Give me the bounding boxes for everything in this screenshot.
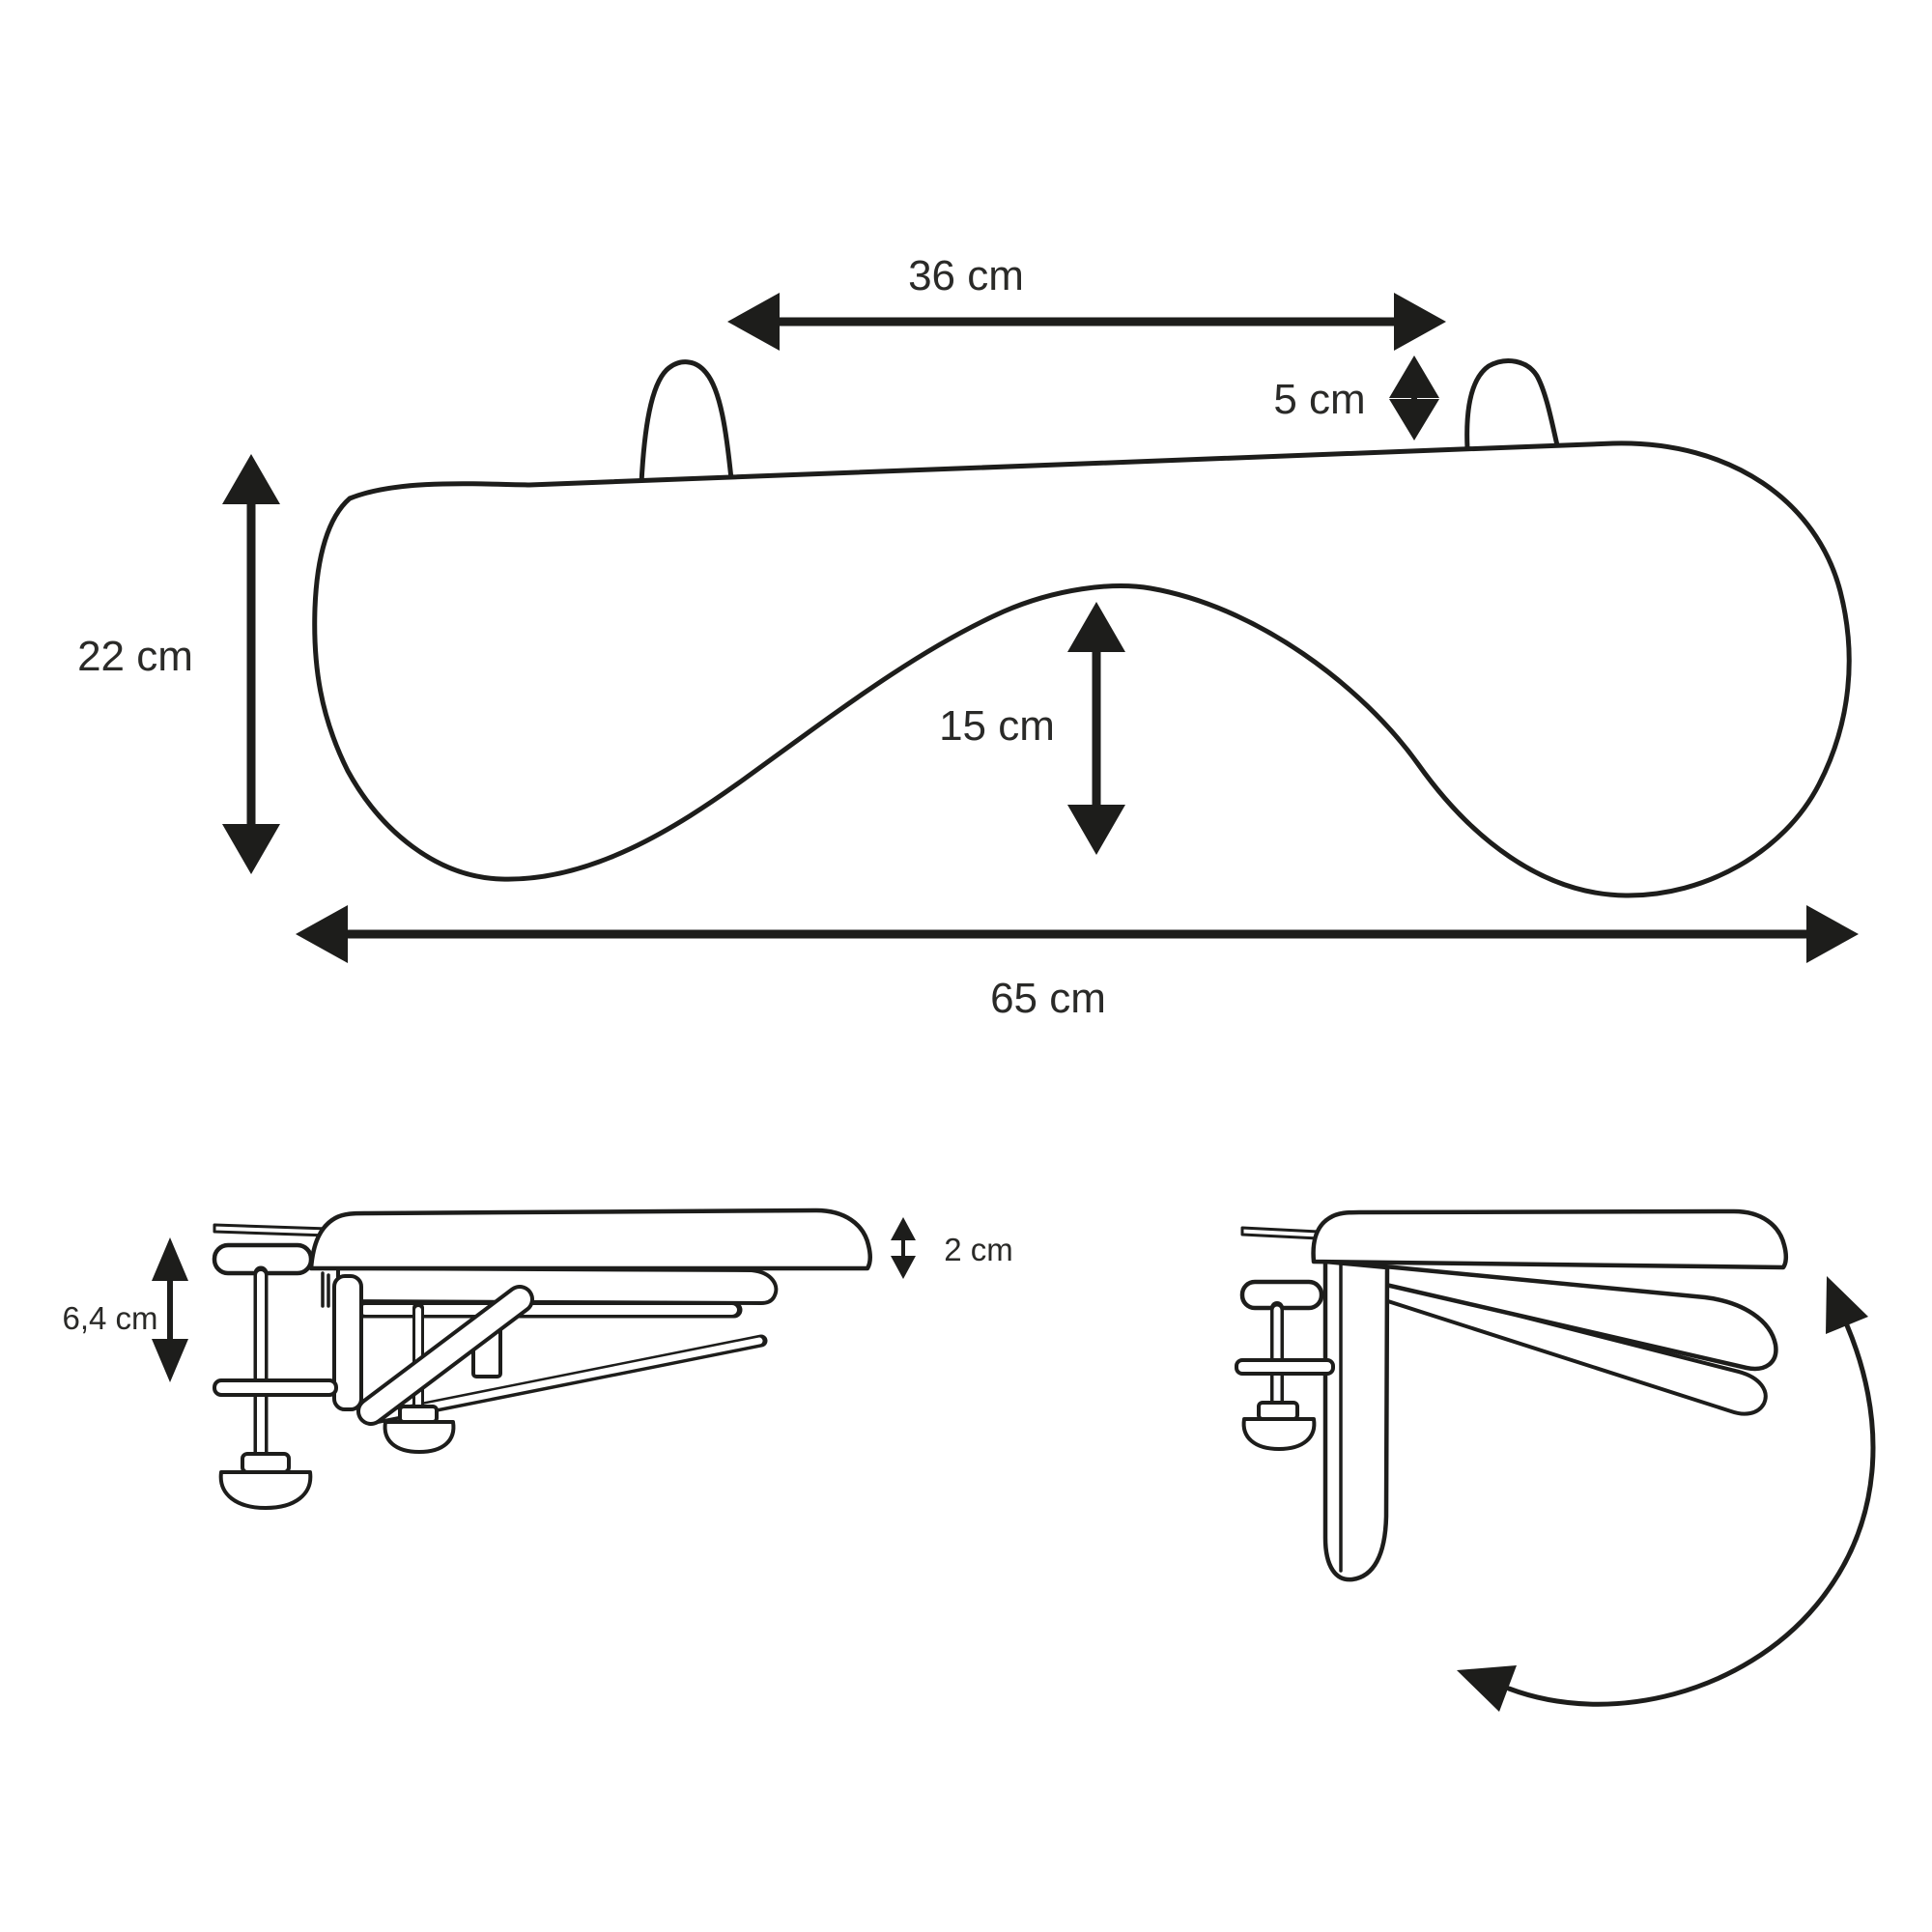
- rotation-arc: [1506, 1322, 1876, 1707]
- middle-screw-collar: [398, 1405, 439, 1424]
- dim-15cm-label: 15 cm: [939, 702, 1055, 750]
- dim-5cm-arrowhead-up: [1389, 355, 1439, 398]
- dim-5cm-arrowhead-down: [1389, 399, 1439, 440]
- pad-outline: [312, 440, 1852, 898]
- side-view-mounted: 6,4 cm 2 cm: [62, 1208, 1013, 1510]
- rotation-arrowhead-top: [1826, 1276, 1868, 1334]
- support-brace-inner: [360, 1289, 530, 1422]
- support-brace: [356, 1285, 534, 1426]
- dim-22cm: 22 cm: [77, 454, 280, 874]
- clamp2-knob-collar: [1257, 1401, 1299, 1421]
- desk-edge-line-2: [1240, 1226, 1321, 1240]
- dim-15cm-arrowhead-up: [1067, 602, 1125, 652]
- dim-5cm: 5 cm: [1273, 355, 1439, 440]
- dim-6-4cm-label: 6,4 cm: [62, 1300, 157, 1336]
- dim-65cm-label: 65 cm: [990, 975, 1106, 1022]
- dim-36cm-arrowhead-right: [1394, 293, 1446, 351]
- left-clip-outline: [639, 359, 734, 486]
- pad-profile: [308, 1208, 873, 1271]
- dim-65cm: 65 cm: [296, 905, 1859, 1022]
- dim-22cm-arrowhead-down: [222, 824, 280, 874]
- dim-36cm-label: 36 cm: [908, 252, 1024, 299]
- dim-15cm-arrowhead-down: [1067, 805, 1125, 855]
- dim-6-4cm: 6,4 cm: [62, 1237, 188, 1382]
- desk-edge-line: [213, 1223, 330, 1237]
- right-clip-outline: [1464, 358, 1560, 451]
- desk-clamp-2: [1235, 1279, 1335, 1451]
- desk-clamp: [212, 1242, 338, 1510]
- dim-36cm: 36 cm: [727, 252, 1446, 351]
- middle-screw-knob: [383, 1420, 456, 1454]
- sub-plate: [336, 1266, 779, 1305]
- dim-22cm-arrowhead-up: [222, 454, 280, 504]
- folding-leaf-lower: [1341, 1269, 1768, 1416]
- mount-plate-folded: [1322, 1259, 1390, 1582]
- clamp-knob: [218, 1470, 313, 1510]
- pad-profile-folded: [1311, 1208, 1789, 1270]
- dim-36cm-arrowhead-left: [727, 293, 780, 351]
- side-view-folding: [1235, 1208, 1876, 1712]
- dim-65cm-arrowhead-right: [1806, 905, 1859, 963]
- diagonal-link-inner: [368, 1337, 763, 1422]
- dim-6-4cm-arrowhead-down: [152, 1339, 188, 1382]
- clamp-knob-collar: [241, 1452, 291, 1474]
- clamp2-bottom-jaw: [1235, 1358, 1335, 1376]
- dim-5cm-label: 5 cm: [1273, 376, 1365, 423]
- dim-2cm: 2 cm: [891, 1217, 1013, 1279]
- mount-plate: [332, 1274, 363, 1411]
- dim-2cm-arrowhead-up: [891, 1217, 916, 1240]
- rotation-arrow: [1457, 1276, 1876, 1712]
- dim-15cm: 15 cm: [939, 602, 1125, 855]
- clamp2-knob: [1241, 1417, 1317, 1451]
- rotation-arrowhead-bottom: [1457, 1665, 1517, 1712]
- dim-2cm-label: 2 cm: [944, 1232, 1013, 1267]
- dim-65cm-arrowhead-left: [296, 905, 348, 963]
- dim-6-4cm-arrowhead-up: [152, 1237, 188, 1281]
- clamp-bottom-jaw: [213, 1378, 338, 1397]
- top-view: 36 cm 5 cm 22 cm 15 cm 65 cm: [77, 252, 1859, 1022]
- dim-22cm-label: 22 cm: [77, 633, 193, 680]
- dim-2cm-arrowhead-down: [891, 1256, 916, 1279]
